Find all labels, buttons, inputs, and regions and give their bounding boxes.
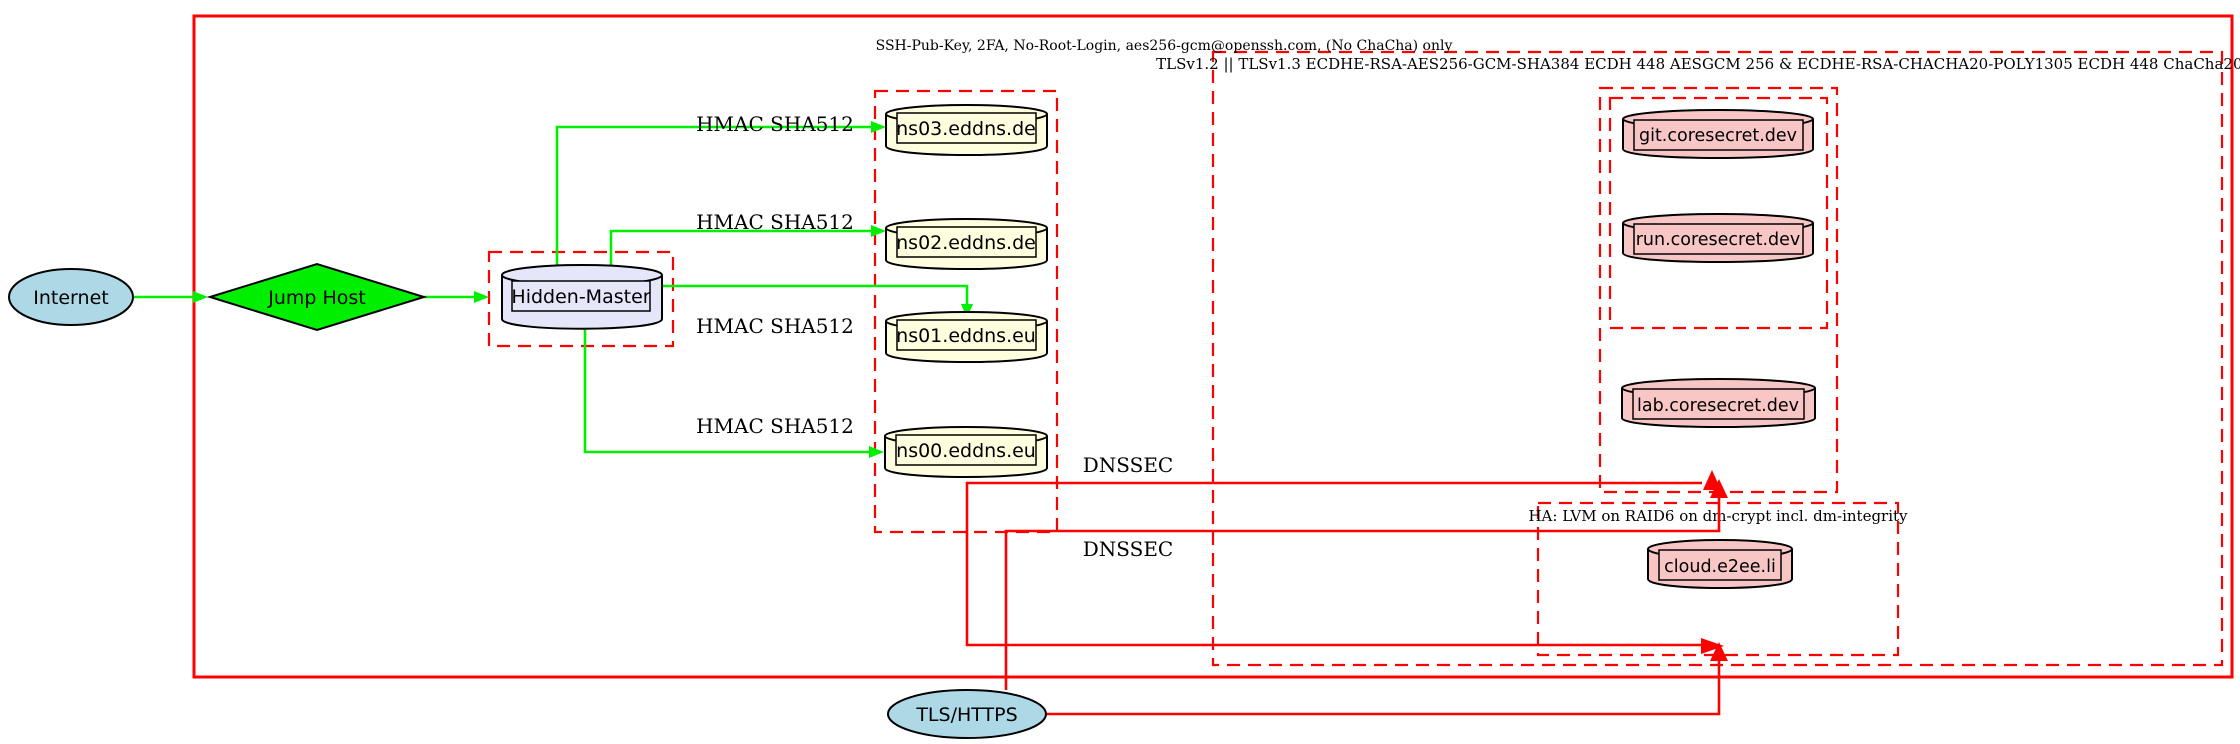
hidden-master-cluster-box (487, 250, 675, 348)
node-lab: lab.coresecret.dev (1621, 378, 1816, 428)
edge-internet-to-jumphost (133, 291, 208, 303)
ssh-policy-label: SSH-Pub-Key, 2FA, No-Root-Login, aes256-… (876, 38, 1453, 54)
edge-jumphost-to-hiddenmaster (424, 291, 489, 303)
node-hidden-master: Hidden-Master (501, 264, 663, 330)
web-inner-cluster-box (1608, 96, 1829, 330)
edge-hiddenmaster-to-ns00 (583, 329, 884, 458)
node-label: run.coresecret.dev (1636, 230, 1801, 250)
node-ns02: ns02.eddns.de (885, 218, 1048, 270)
node-run: run.coresecret.dev (1622, 213, 1814, 263)
edge-hiddenmaster-to-ns03 (555, 121, 886, 270)
node-git: git.coresecret.dev (1622, 109, 1814, 159)
edge-hiddenmaster-to-ns02 (609, 225, 886, 270)
edge-label-hmac-ns01: HMAC SHA512 (696, 314, 854, 338)
node-internet: Internet (8, 268, 134, 326)
edge-tlshttps-to-web-cluster (1004, 479, 1728, 690)
edge-tlshttps-to-ha-cluster (1046, 642, 1728, 716)
edge-label-hmac-ns02: HMAC SHA512 (696, 210, 854, 234)
node-cloud: cloud.e2ee.li (1647, 539, 1793, 589)
node-label: ns02.eddns.de (896, 232, 1036, 254)
node-ns01: ns01.eddns.eu (885, 311, 1048, 363)
edge-label-hmac-ns03: HMAC SHA512 (696, 112, 854, 136)
node-tls-https: TLS/HTTPS (887, 689, 1047, 739)
node-ns00: ns00.eddns.eu (884, 426, 1048, 478)
tls-policy-label: TLSv1.2 || TLSv1.3 ECDHE-RSA-AES256-GCM-… (1156, 55, 2240, 73)
edge-label-hmac-ns00: HMAC SHA512 (696, 414, 854, 438)
edge-label-dnssec-1: DNSSEC (1083, 453, 1174, 477)
node-ns03: ns03.eddns.de (885, 104, 1048, 156)
tls-policy-cluster-box (1211, 50, 2224, 667)
node-label: Hidden-Master (511, 286, 650, 308)
node-label: lab.coresecret.dev (1637, 396, 1799, 416)
node-label: ns01.eddns.eu (896, 325, 1036, 347)
edge-hiddenmaster-to-ns01 (662, 284, 973, 318)
edge-label-dnssec-2: DNSSEC (1083, 537, 1174, 561)
node-label: TLS/HTTPS (915, 704, 1017, 726)
node-label: Internet (33, 287, 108, 309)
ssh-policy-cluster-box (192, 14, 2234, 679)
node-label: ns00.eddns.eu (896, 440, 1036, 462)
edge-dnssec-to-web-cluster (965, 470, 1724, 654)
node-label: cloud.e2ee.li (1664, 557, 1776, 577)
node-label: ns03.eddns.de (896, 118, 1036, 140)
node-jump-host: Jump Host (206, 262, 428, 332)
node-label: git.coresecret.dev (1639, 126, 1797, 146)
node-label: Jump Host (267, 287, 366, 309)
